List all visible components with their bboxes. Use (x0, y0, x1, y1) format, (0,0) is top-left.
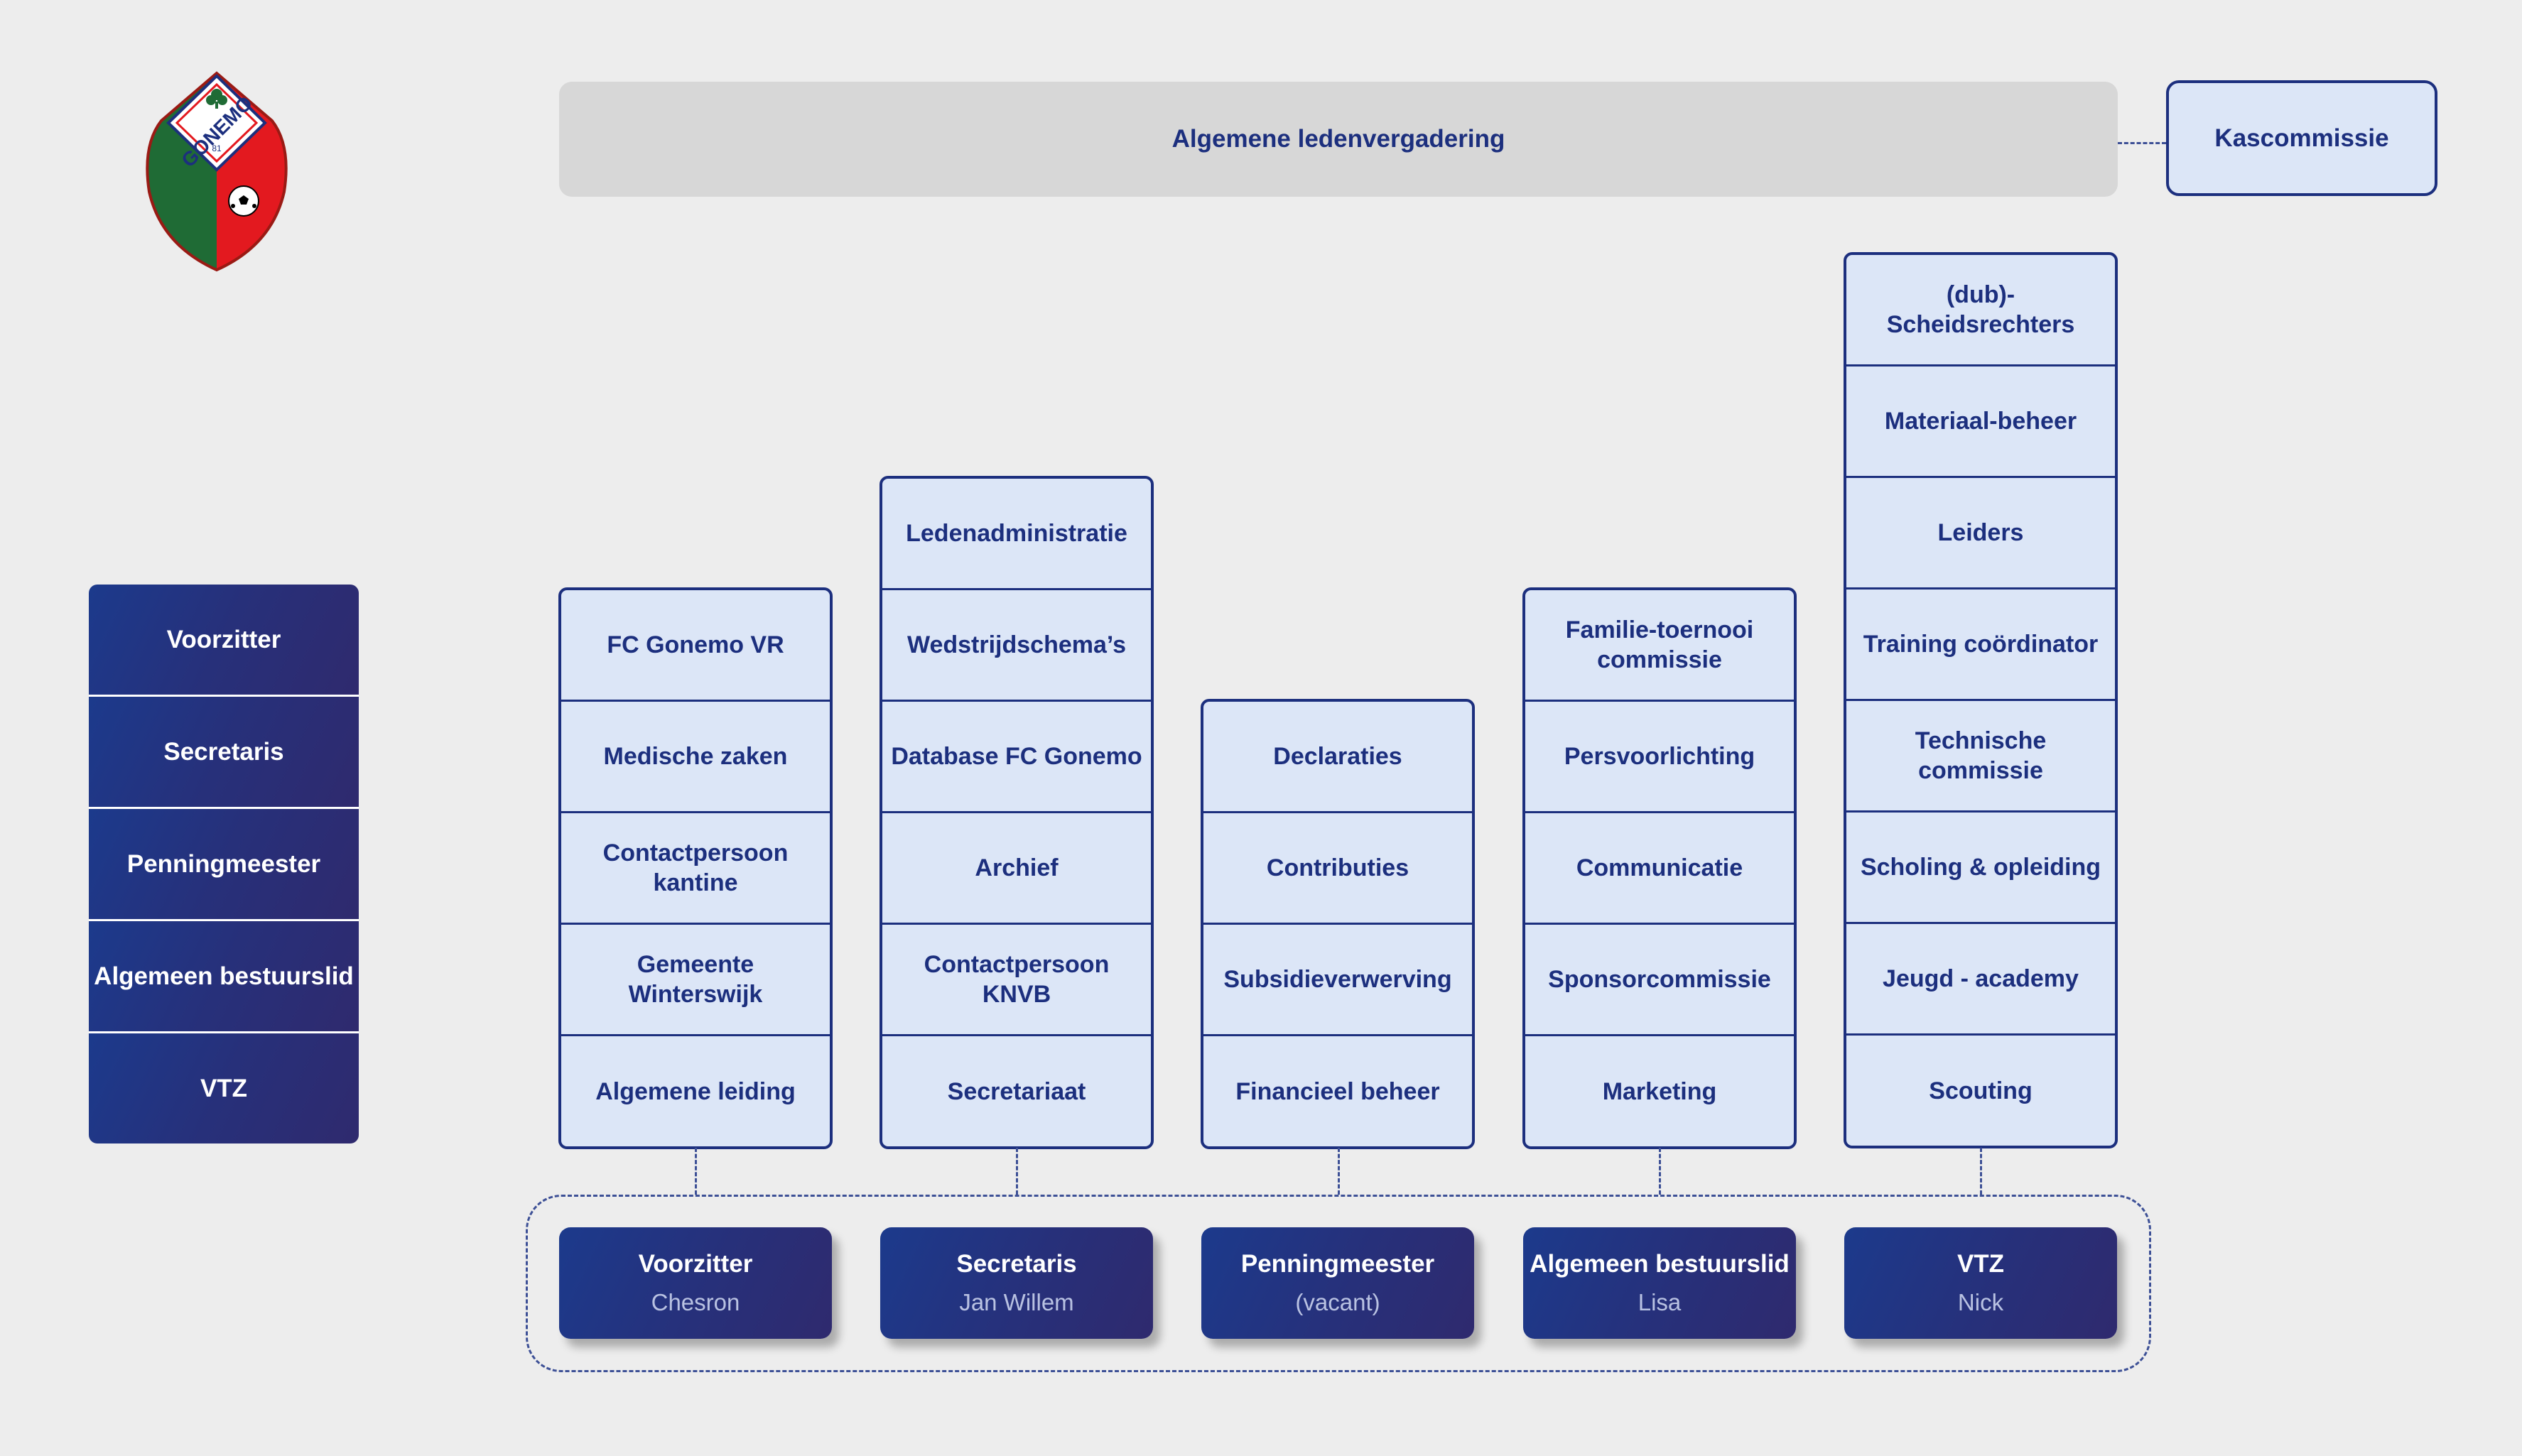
officer-card-vtz: VTZ Nick (1844, 1227, 2117, 1339)
task-item: FC Gonemo VR (561, 590, 830, 702)
task-item: Contactpersoon KNVB (882, 925, 1151, 1036)
club-shield-icon: GONEMO 81 (146, 71, 288, 272)
officer-name: Lisa (1638, 1288, 1682, 1315)
task-item: Sponsorcommissie (1525, 925, 1794, 1036)
task-item: Technische commissie (1846, 701, 2115, 813)
column-connector (1016, 1148, 1018, 1195)
officer-card-secretary: Secretaris Jan Willem (880, 1227, 1153, 1339)
audit-committee-connector (2118, 142, 2166, 144)
task-item: Database FC Gonemo (882, 702, 1151, 813)
board-role: Voorzitter (89, 585, 359, 697)
task-item: Contributies (1203, 813, 1472, 925)
task-item: Financieel beheer (1235, 1077, 1440, 1105)
task-item: Training coördinator (1846, 590, 2115, 701)
officer-card-general-member: Algemeen bestuurslid Lisa (1523, 1227, 1796, 1339)
officer-name: Nick (1957, 1288, 2004, 1315)
board-role: Secretaris (89, 697, 359, 809)
column-connector (1980, 1148, 1982, 1195)
board-roles-column: Voorzitter Secretaris Penningmeester Alg… (89, 585, 359, 1143)
officer-name: Chesron (651, 1288, 740, 1315)
task-item: Scouting (1929, 1077, 2033, 1104)
task-item: Leiders (1846, 478, 2115, 590)
task-item: Wedstrijdschema’s (882, 590, 1151, 702)
logo-year: 81 (212, 143, 222, 153)
board-group-outline (526, 1195, 2151, 1372)
officer-role: Secretaris (956, 1249, 1077, 1278)
task-item: Subsidieverwerving (1203, 925, 1472, 1036)
board-role: Penningmeester (89, 809, 359, 921)
task-item: (dub)-Scheidsrechters (1846, 255, 2115, 366)
treasurer-tasks-column: Declaraties Contributies Subsidieverwerv… (1201, 699, 1475, 1149)
general-member-tasks-column: Familie-toernooi commissie Persvoorlicht… (1522, 587, 1797, 1149)
task-item: Familie-toernooi commissie (1525, 590, 1794, 702)
officer-name: (vacant) (1295, 1288, 1380, 1315)
task-item: Contactpersoon kantine (561, 813, 830, 925)
column-connector (695, 1148, 697, 1195)
task-item: Communicatie (1525, 813, 1794, 925)
task-item: Gemeente Winterswijk (561, 925, 830, 1036)
audit-committee-box: Kascommissie (2166, 80, 2437, 196)
task-item: Declaraties (1203, 702, 1472, 813)
officer-role: Penningmeester (1240, 1249, 1435, 1278)
vtz-tasks-column: (dub)-Scheidsrechters Materiaal-beheer L… (1844, 252, 2118, 1148)
task-item: Ledenadministratie (882, 479, 1151, 590)
board-role: VTZ (89, 1033, 359, 1143)
task-item: Archief (882, 813, 1151, 925)
column-connector (1659, 1148, 1661, 1195)
task-item: Jeugd - academy (1846, 924, 2115, 1036)
task-item: Marketing (1602, 1077, 1717, 1105)
officer-card-treasurer: Penningmeester (vacant) (1201, 1227, 1474, 1339)
members-meeting-box: Algemene ledenvergadering (559, 82, 2118, 197)
task-item: Medische zaken (561, 702, 830, 813)
task-item: Materiaal-beheer (1846, 366, 2115, 478)
officer-card-chair: Voorzitter Chesron (559, 1227, 832, 1339)
officer-role: VTZ (1957, 1249, 2005, 1278)
task-item: Persvoorlichting (1525, 702, 1794, 813)
task-item: Scholing & opleiding (1846, 813, 2115, 924)
officer-role: Voorzitter (638, 1249, 753, 1278)
chair-tasks-column: FC Gonemo VR Medische zaken Contactperso… (558, 587, 833, 1149)
task-item: Algemene leiding (595, 1077, 796, 1105)
officer-name: Jan Willem (959, 1288, 1074, 1315)
secretary-tasks-column: Ledenadministratie Wedstrijdschema’s Dat… (880, 476, 1154, 1149)
column-connector (1338, 1148, 1340, 1195)
board-role: Algemeen bestuurslid (89, 921, 359, 1033)
task-item: Secretariaat (947, 1077, 1086, 1105)
officer-role: Algemeen bestuurslid (1530, 1249, 1790, 1278)
